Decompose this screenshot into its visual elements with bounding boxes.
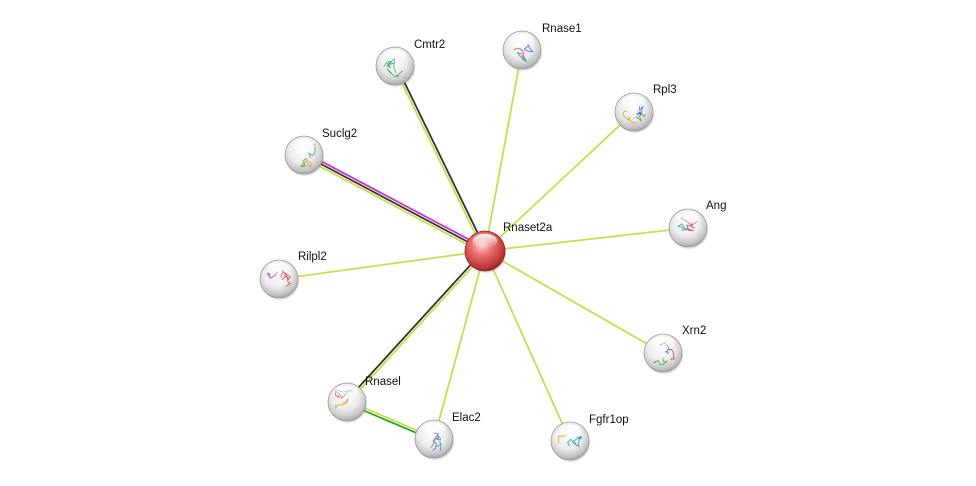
node-label-fgfr1op: Fgfr1op <box>589 414 629 426</box>
node-highlight <box>383 49 407 64</box>
edges-layer <box>278 49 689 442</box>
node-rilpl2[interactable]: Rilpl2 <box>259 251 327 300</box>
node-ang[interactable]: Ang <box>668 200 726 249</box>
edge-line-textmining <box>484 49 523 252</box>
edge-line-textmining <box>433 250 486 440</box>
edge-line-textmining <box>484 227 689 252</box>
edge-line-textmining <box>278 250 486 280</box>
node-highlight <box>622 95 646 110</box>
nodes-layer: Rnaset2a Rnase1Cmtr2Rpl3Suclg2AngRilpl2Xr… <box>259 23 726 462</box>
node-label-suclg2: Suclg2 <box>322 128 357 140</box>
edge-line-experiments <box>304 151 488 250</box>
edge-rnaset2a-suclg2[interactable] <box>301 151 488 255</box>
node-cmtr2[interactable]: Cmtr2 <box>375 39 445 87</box>
node-highlight <box>676 211 700 226</box>
edge-line-coexpression <box>345 249 485 403</box>
node-highlight <box>510 33 534 48</box>
node-label-rilpl2: Rilpl2 <box>298 251 327 263</box>
node-highlight <box>335 385 359 400</box>
edge-rnaset2a-fgfr1op[interactable] <box>484 250 571 442</box>
edge-line-textmining <box>484 111 635 252</box>
node-label-elac2: Elac2 <box>452 412 481 424</box>
protein-structure-icon <box>622 105 646 124</box>
node-label-rpl3: Rpl3 <box>653 84 677 96</box>
node-rnase1[interactable]: Rnase1 <box>502 23 582 71</box>
edge-rnaset2a-rnase1[interactable] <box>484 49 523 252</box>
node-label-xrn2: Xrn2 <box>682 325 706 337</box>
edge-line-textmining <box>347 250 487 404</box>
node-highlight <box>472 233 498 249</box>
node-fgfr1op[interactable]: Fgfr1op <box>550 414 629 462</box>
node-label-cmtr2: Cmtr2 <box>414 39 445 51</box>
edge-line-coexpression <box>395 64 488 252</box>
node-label-rnasel: Rnasel <box>365 376 401 388</box>
edge-line-textmining <box>484 250 571 442</box>
edge-line-textmining <box>301 156 485 255</box>
node-highlight <box>422 422 446 437</box>
node-elac2[interactable]: Elac2 <box>414 412 481 460</box>
node-xrn2[interactable]: Xrn2 <box>643 325 706 374</box>
node-highlight <box>651 336 675 351</box>
edge-rnaset2a-rpl3[interactable] <box>484 111 635 252</box>
node-label-rnase1: Rnase1 <box>542 23 582 35</box>
node-label-ang: Ang <box>706 200 726 212</box>
node-label-rnaset2a: Rnaset2a <box>503 222 553 234</box>
node-highlight <box>267 262 291 277</box>
node-rpl3[interactable]: Rpl3 <box>614 84 677 133</box>
edge-rnaset2a-cmtr2[interactable] <box>392 64 488 253</box>
edge-rnaset2a-xrn2[interactable] <box>484 250 664 354</box>
edge-line-textmining <box>484 250 664 354</box>
node-rnasel[interactable]: Rnasel <box>327 376 401 423</box>
edge-rnaset2a-rilpl2[interactable] <box>278 250 486 280</box>
node-highlight <box>292 138 316 153</box>
node-highlight <box>558 424 582 439</box>
edge-rnaset2a-elac2[interactable] <box>433 250 486 440</box>
node-rnaset2a[interactable]: Rnaset2a <box>464 222 553 273</box>
edge-rnaset2a-ang[interactable] <box>484 227 689 252</box>
edge-line-textmining <box>392 65 485 253</box>
edge-rnaset2a-rnasel[interactable] <box>345 249 487 404</box>
edge-line-coexpression <box>303 154 486 252</box>
node-suclg2[interactable]: Suclg2 <box>284 128 357 176</box>
